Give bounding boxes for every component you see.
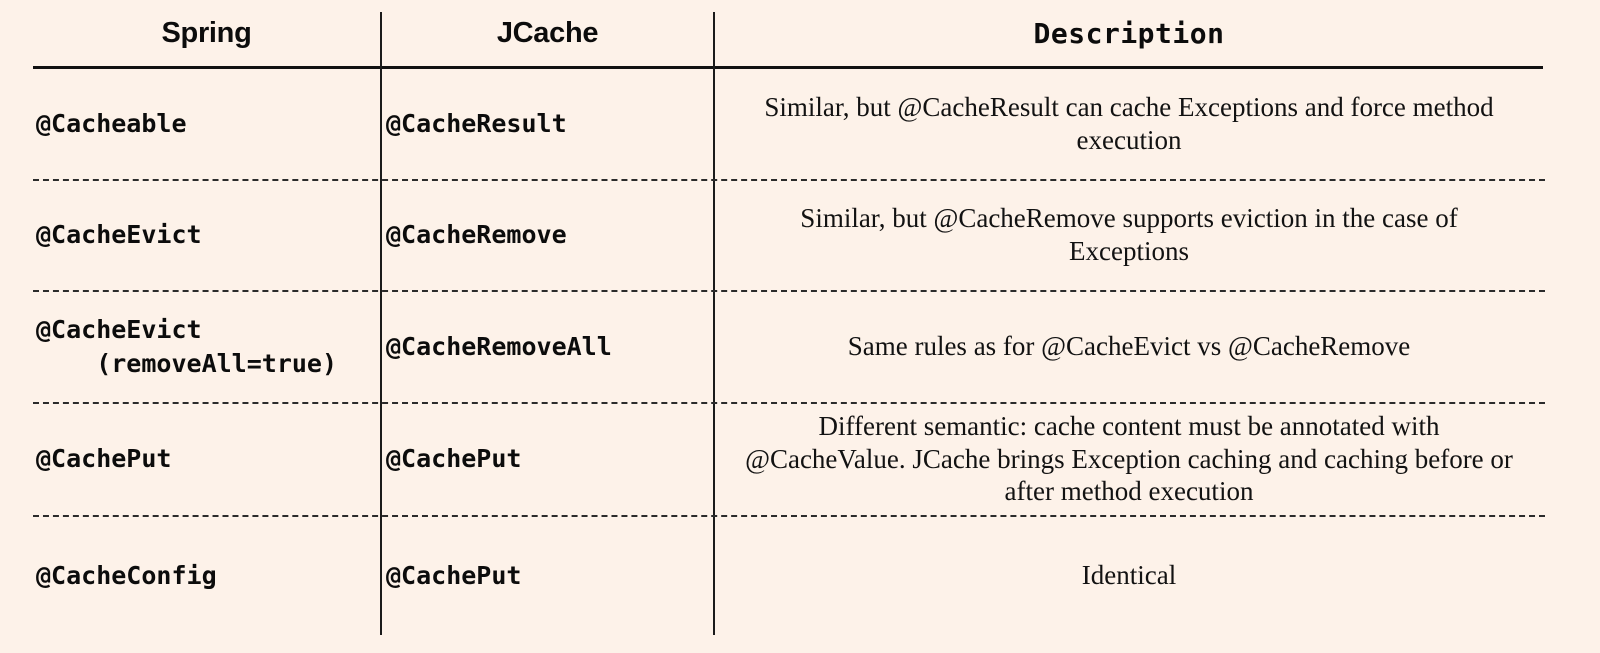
table-header-row: Spring JCache Description	[0, 0, 1600, 66]
cell-description: Identical	[716, 516, 1542, 635]
row-separator-3	[33, 402, 1545, 404]
row-separator-1	[33, 179, 1545, 181]
table-row: @CacheEvict @CacheRemove Similar, but @C…	[0, 180, 1600, 290]
cell-spring: @Cacheable	[36, 108, 187, 138]
cell-jcache: @CacheResult	[386, 108, 567, 138]
cell-spring: @CacheConfig	[36, 560, 217, 590]
column-divider-1	[380, 12, 382, 635]
column-header-description: Description	[1033, 16, 1225, 50]
cell-spring: @CacheEvict (removeAll=true)	[36, 314, 338, 378]
cell-description: Same rules as for @CacheEvict vs @CacheR…	[716, 291, 1542, 402]
header-underline-rule	[33, 66, 1543, 69]
cell-description-text: Similar, but @CacheResult can cache Exce…	[764, 91, 1494, 155]
cell-jcache: @CacheRemoveAll	[386, 331, 612, 361]
cell-description-text: Similar, but @CacheRemove supports evict…	[800, 203, 1458, 266]
column-header-jcache: JCache	[496, 16, 599, 49]
cell-spring: @CachePut	[36, 444, 172, 474]
cell-jcache: @CachePut	[386, 444, 522, 474]
cell-jcache: @CachePut	[386, 560, 522, 590]
cell-spring: @CacheEvict	[36, 220, 202, 250]
table-row: @CacheEvict (removeAll=true) @CacheRemov…	[0, 291, 1600, 402]
cell-jcache: @CacheRemove	[386, 220, 567, 250]
cell-description: Similar, but @CacheResult can cache Exce…	[716, 68, 1542, 179]
table-row: @Cacheable @CacheResult Similar, but @Ca…	[0, 68, 1600, 179]
cell-description-text: Different semantic: cache content must b…	[745, 410, 1513, 507]
cell-description: Different semantic: cache content must b…	[716, 403, 1542, 515]
row-separator-2	[33, 290, 1545, 292]
table-row: @CacheConfig @CachePut Identical	[0, 516, 1600, 635]
row-separator-4	[33, 515, 1545, 517]
table-row: @CachePut @CachePut Different semantic: …	[0, 403, 1600, 515]
cell-description: Similar, but @CacheRemove supports evict…	[716, 180, 1542, 290]
column-divider-2	[713, 12, 715, 635]
cell-description-text: Same rules as for @CacheEvict vs @CacheR…	[847, 331, 1411, 362]
cell-description-text: Identical	[1081, 560, 1177, 591]
column-header-spring: Spring	[161, 16, 252, 49]
